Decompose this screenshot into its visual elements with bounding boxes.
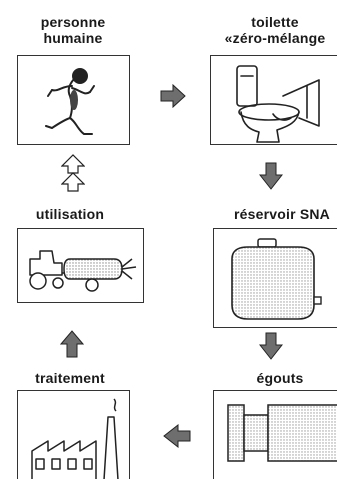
box-toilet — [210, 55, 337, 145]
arrow-toilet-to-tank — [259, 162, 283, 190]
label-reservoir-sna: réservoir SNA — [234, 206, 330, 222]
box-sewer — [213, 390, 337, 479]
label-personne-humaine: personne humaine — [18, 14, 128, 46]
arrow-human-to-toilet — [160, 84, 186, 108]
arrow-tank-to-sewer — [259, 332, 283, 360]
label-humaine: humaine — [43, 30, 103, 46]
sewer-pipe-icon — [227, 404, 337, 462]
label-personne: personne — [40, 14, 106, 30]
box-human — [17, 55, 130, 145]
label-traitement: traitement — [35, 370, 105, 386]
arrow-sewer-to-treatment — [163, 424, 191, 448]
label-egouts: égouts — [256, 370, 304, 386]
label-zero-melange: «zéro-mélange — [224, 30, 326, 46]
factory-icon — [31, 398, 119, 479]
running-person-icon — [45, 68, 95, 135]
box-treatment — [17, 390, 130, 479]
tractor-spreader-icon — [29, 250, 137, 292]
label-toilette-zero-melange: toilette «zéro-mélange — [200, 14, 337, 46]
storage-tank-icon — [231, 238, 322, 320]
label-utilisation: utilisation — [35, 206, 105, 222]
box-use — [17, 228, 144, 303]
toilet-icon — [236, 65, 320, 143]
label-toilette: toilette — [251, 14, 299, 30]
arrow-treatment-to-use — [60, 330, 84, 358]
arrow-use-to-human — [61, 154, 85, 192]
box-tank — [213, 228, 337, 328]
